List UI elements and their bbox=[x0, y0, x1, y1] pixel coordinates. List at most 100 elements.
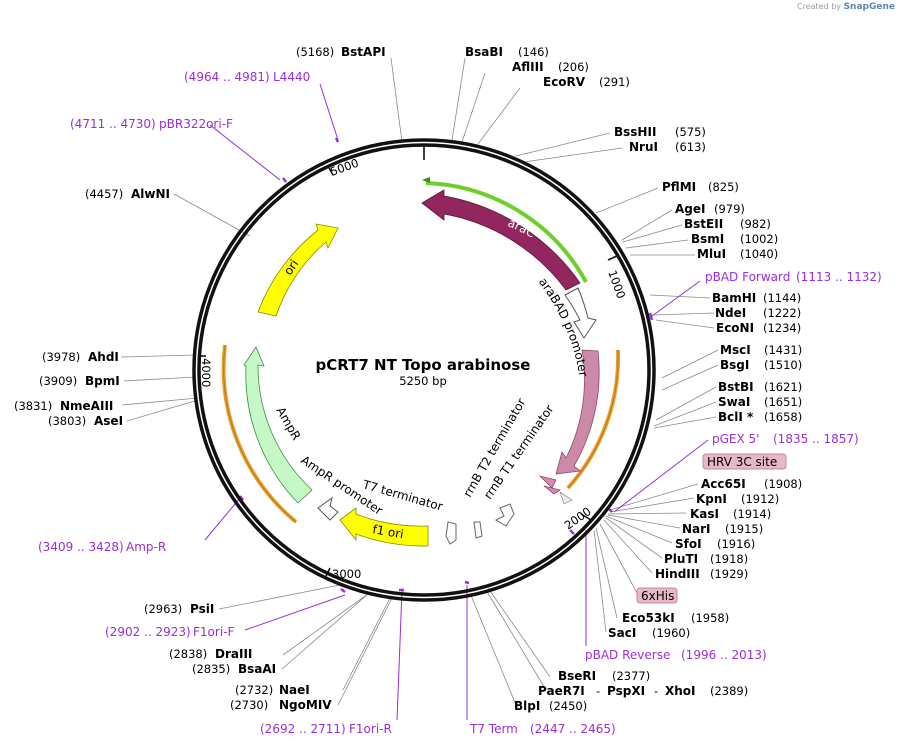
enzyme-pos: (3831) bbox=[14, 399, 52, 413]
enzyme-name: PaeR7I bbox=[538, 684, 585, 698]
origin-and-ticks bbox=[200, 145, 620, 577]
primer-lines bbox=[204, 83, 709, 721]
enzyme-name: NgoMIV bbox=[279, 698, 332, 712]
primer-range: (1835 .. 1857) bbox=[773, 432, 859, 446]
enzyme-pos: (3803) bbox=[48, 414, 86, 428]
snapgene-credit: Created by SnapGene bbox=[797, 2, 895, 12]
enzyme-name: KasI bbox=[690, 507, 719, 521]
primer-range: (2692 .. 2711) bbox=[260, 722, 346, 736]
enzyme-name: PspXI bbox=[607, 684, 645, 698]
enzyme-name: SfoI bbox=[675, 537, 702, 551]
enzyme-name: AgeI bbox=[675, 202, 705, 216]
enzyme-name: AlwNI bbox=[131, 187, 170, 201]
enzyme-name: BsmI bbox=[691, 232, 724, 246]
connector-lines bbox=[120, 57, 719, 706]
primer-range: (4711 .. 4730) bbox=[70, 117, 156, 131]
snapgene-logo-text: SnapGene bbox=[843, 2, 895, 12]
enzyme-name: NaeI bbox=[279, 683, 310, 697]
enzyme-name: XhoI bbox=[665, 684, 696, 698]
enzyme-pos: (2450) bbox=[549, 699, 587, 713]
enzyme-pos: (2838) bbox=[169, 647, 207, 661]
enzyme-pos: (1431) bbox=[764, 343, 802, 357]
hrv-3c-label: HRV 3C site bbox=[707, 455, 777, 469]
enzyme-name: NruI bbox=[629, 140, 658, 154]
enzyme-pos: (1908) bbox=[764, 477, 802, 491]
enzyme-pos: (2730) bbox=[230, 698, 268, 712]
enzyme-pos: (1222) bbox=[763, 306, 801, 320]
primer-name: L4440 bbox=[273, 70, 310, 84]
enzyme-name: BsaBI bbox=[465, 45, 503, 59]
enzyme-name: EcoNI bbox=[716, 321, 754, 335]
separator: - bbox=[596, 684, 600, 698]
primer-name: F1ori-F bbox=[193, 625, 234, 639]
enzyme-name: HindIII bbox=[655, 567, 700, 581]
enzyme-name: AseI bbox=[94, 414, 123, 428]
enzyme-pos: (1960) bbox=[652, 626, 690, 640]
hrv-3c-box bbox=[702, 453, 787, 470]
arabad-promoter-arrow bbox=[564, 287, 597, 339]
enzyme-name: DraIII bbox=[215, 647, 252, 661]
enzyme-pos: (3978) bbox=[42, 350, 80, 364]
enzyme-pos: (1002) bbox=[740, 232, 778, 246]
plasmid-name: pCRT7 NT Topo arabinose bbox=[316, 356, 531, 374]
enzyme-name: AflIII bbox=[512, 60, 544, 74]
primer-name: pBAD Reverse bbox=[585, 648, 670, 662]
enzyme-name: PflMI bbox=[662, 180, 696, 194]
enzyme-name: BpmI bbox=[85, 374, 120, 388]
primer-range: (1113 .. 1132) bbox=[796, 270, 882, 284]
enzyme-name: BstBI bbox=[718, 380, 754, 394]
enzyme-pos: (1040) bbox=[740, 247, 778, 261]
enzyme-pos: (1144) bbox=[763, 291, 801, 305]
arac-green-rail bbox=[425, 181, 588, 283]
enzyme-pos: (982) bbox=[740, 217, 771, 231]
enzyme-pos: (1918) bbox=[710, 552, 748, 566]
enzyme-pos: (5168) bbox=[296, 45, 334, 59]
ampr-promoter-arrow bbox=[317, 496, 339, 521]
enzyme-pos: (2389) bbox=[710, 684, 748, 698]
primer-name: pBAD Forward bbox=[705, 270, 790, 284]
enzyme-pos: (1914) bbox=[733, 507, 771, 521]
enzyme-name: PsiI bbox=[190, 602, 214, 616]
enzyme-name: SwaI bbox=[718, 395, 750, 409]
enzyme-name: BamHI bbox=[712, 291, 756, 305]
arac-arrow bbox=[421, 189, 581, 291]
enzyme-name: KpnI bbox=[696, 492, 727, 506]
enzyme-pos: (1651) bbox=[764, 395, 802, 409]
plasmid-length: 5250 bp bbox=[399, 374, 447, 388]
t7-terminator-arrow bbox=[445, 521, 457, 545]
enzyme-pos: (146) bbox=[518, 45, 549, 59]
enzyme-pos: (206) bbox=[558, 60, 589, 74]
enzyme-name: MluI bbox=[697, 247, 726, 261]
gst-label: GST bbox=[567, 383, 587, 411]
enzyme-pos: (1958) bbox=[691, 611, 729, 625]
separator: - bbox=[654, 684, 658, 698]
tick-1000: 1000 bbox=[605, 268, 628, 300]
enzyme-name: NmeAIII bbox=[60, 399, 113, 413]
f1-ori-arrow bbox=[339, 507, 429, 547]
enzyme-name: MscI bbox=[720, 343, 751, 357]
primer-range: (3409 .. 3428) bbox=[38, 540, 124, 554]
enzyme-name: BstAPI bbox=[341, 45, 386, 59]
enzyme-pos: (1915) bbox=[725, 522, 763, 536]
enzyme-pos: (1658) bbox=[764, 410, 802, 424]
enzyme-pos: (1929) bbox=[710, 567, 748, 581]
primer-name: pGEX 5' bbox=[712, 432, 759, 446]
enzyme-name: BsgI bbox=[720, 358, 749, 372]
enzyme-name: AhdI bbox=[88, 350, 119, 364]
ampr-label: AmpR bbox=[273, 405, 303, 443]
enzyme-name: BseRI bbox=[558, 669, 596, 683]
his-tag-label: 6xHis bbox=[641, 589, 674, 603]
primer-name: Amp-R bbox=[126, 540, 166, 554]
enzyme-pos: (1234) bbox=[763, 321, 801, 335]
enzyme-name: BclI * bbox=[718, 410, 754, 424]
enzyme-name: EcoRV bbox=[543, 75, 586, 89]
ampr-arrow bbox=[243, 346, 313, 504]
tick-4000: 4000 bbox=[199, 358, 213, 387]
enzyme-name: BstEII bbox=[684, 217, 723, 231]
enzyme-pos: (2835) bbox=[192, 662, 230, 676]
enzyme-name: BssHII bbox=[614, 125, 656, 139]
enzyme-pos: (4457) bbox=[85, 187, 123, 201]
enzyme-name: Eco53kI bbox=[622, 611, 675, 625]
primer-range: (4964 .. 4981) bbox=[184, 70, 270, 84]
enzyme-pos: (2377) bbox=[612, 669, 650, 683]
